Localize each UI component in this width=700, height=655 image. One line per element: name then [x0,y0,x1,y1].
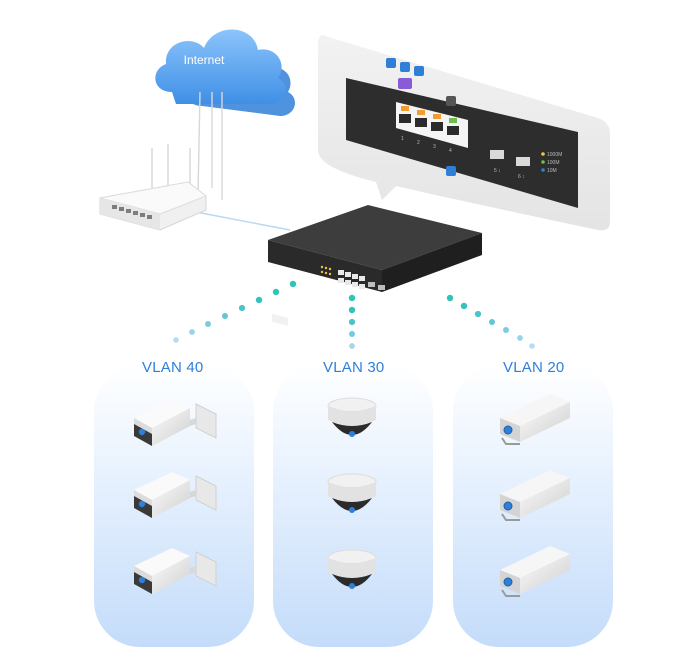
link-vlan20 [446,294,535,349]
bullet-camera-icon [134,400,217,446]
link-vlan30 [348,294,356,349]
svg-text:10M: 10M [547,168,557,174]
svg-text:3: 3 [433,144,436,150]
bullet-camera-icon [134,548,217,594]
router [99,144,208,231]
vlan20-label: VLAN 20 [503,359,565,376]
svg-text:4: 4 [449,148,452,154]
vlan30-label: VLAN 30 [323,359,385,376]
bullet-camera-icon [134,472,217,518]
port-number-labels: 1 2 3 4 5 ↕ 6 ↕ [401,136,525,180]
svg-text:100M: 100M [547,160,560,166]
link-vlan40 [173,280,297,343]
svg-text:1000M: 1000M [547,152,562,158]
vlan20-cameras [500,394,570,597]
dome-camera-icon [327,397,377,437]
ethernet-ports [399,114,459,135]
switch-panel-callout: 1 2 3 4 5 ↕ 6 ↕ 1000M 100M 10M [318,35,610,231]
dome-camera-icon [327,549,377,589]
svg-text:1: 1 [401,136,404,142]
network-switch [268,205,482,326]
link-dots [173,280,535,349]
svg-text:6 ↕: 6 ↕ [518,174,525,180]
box-camera-icon [500,546,570,597]
internet-cloud: Internet [155,29,295,116]
vlan30-cameras [327,397,377,589]
cables [195,91,291,231]
internet-label: Internet [184,53,225,67]
led-legend: 1000M 100M 10M [541,152,562,174]
box-camera-icon [500,394,570,445]
vlan-tag-icons [386,58,456,176]
dome-camera-icon [327,473,377,513]
svg-text:5 ↕: 5 ↕ [494,168,501,174]
sfp-ports [490,150,530,166]
svg-text:2: 2 [417,140,420,146]
box-camera-icon [500,470,570,521]
vlan40-label: VLAN 40 [142,359,204,376]
vlan40-cameras [134,400,217,594]
